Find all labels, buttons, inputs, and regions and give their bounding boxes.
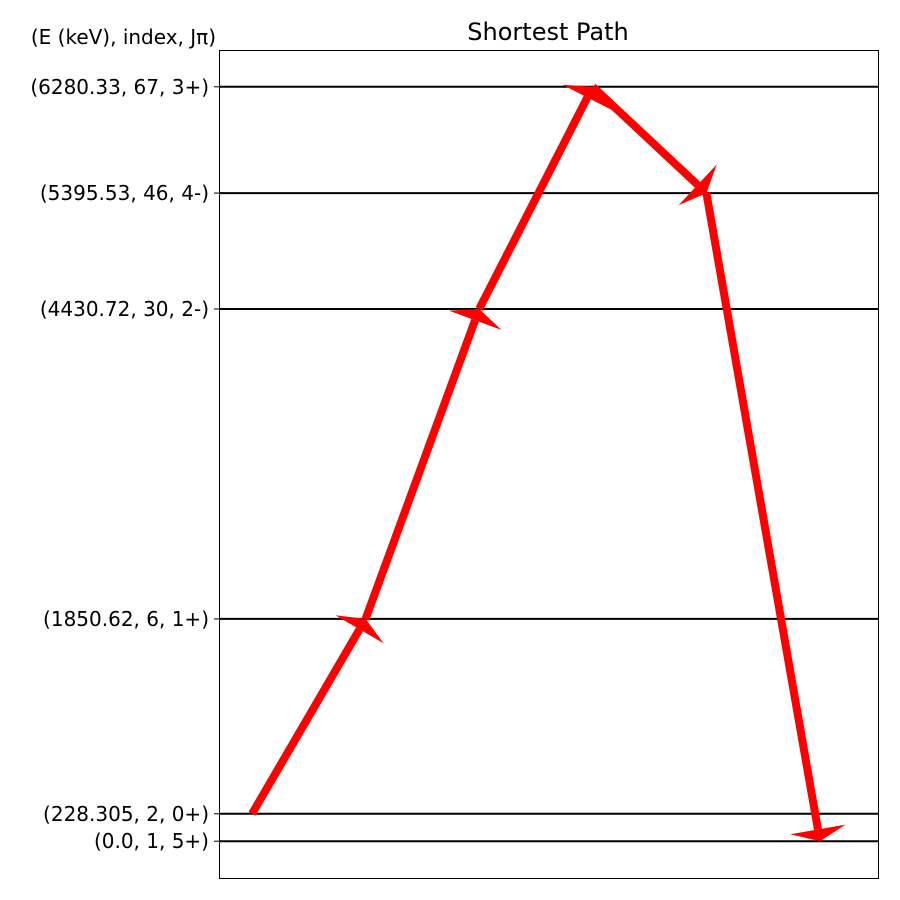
arrow-shaft [475,95,591,311]
arrow-head [448,309,502,330]
arrow-shaft [702,192,822,831]
energy-levels: (6280.33, 67, 3+) (5395.53, 46, 4-) (4430.… [30,75,878,853]
level-label: (228.305, 2, 0+) [43,802,209,826]
arrow-head [790,824,846,842]
arrow-shaft [248,627,364,816]
y-axis-label: (E (keV), index, Jπ) [31,25,216,49]
level-label: (0.0, 1, 5+) [94,829,209,853]
transition-arrow [475,84,613,311]
arrow-head [335,615,384,644]
transition-arrows [248,83,846,842]
arrow-shaft [590,83,701,188]
arrow-head [678,164,717,206]
transition-arrow [248,615,384,816]
transition-arrow [361,309,502,621]
transition-arrow [590,83,717,206]
level-label: (5395.53, 46, 4-) [40,181,209,205]
level-label: (4430.72, 30, 2-) [40,297,209,321]
arrow-head [562,84,613,111]
plot-frame [219,50,879,879]
chart-title: Shortest Path [467,18,628,46]
arrow-shaft [361,318,479,621]
level-label: (1850.62, 6, 1+) [43,607,209,631]
level-label: (6280.33, 67, 3+) [30,75,209,99]
transition-arrow [702,192,846,842]
